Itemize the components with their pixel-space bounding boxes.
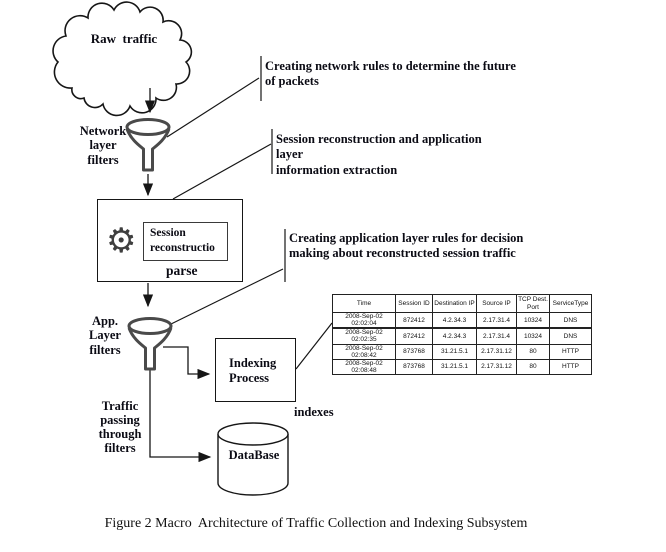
table-cell: 2008-Sep-02 02:08:48 xyxy=(332,358,396,376)
table-row: 2008-Sep-02 02:02:04 872412 4.2.34.3 2.1… xyxy=(332,312,592,330)
table-cell: 31.21.5.1 xyxy=(432,358,477,376)
table-row: 2008-Sep-02 02:02:35 872412 4.2.34.3 2.1… xyxy=(332,327,592,345)
flow-arrows xyxy=(142,88,212,463)
database-label: DataBase xyxy=(228,448,280,462)
table-cell: HTTP xyxy=(549,358,592,376)
table-header-row: Time Session ID Destination IP Source IP… xyxy=(332,294,592,313)
table-row: 2008-Sep-02 02:08:48 873768 31.21.5.1 2.… xyxy=(332,358,592,376)
connector-network-rules xyxy=(166,77,260,138)
session-reconstruction-label: Session reconstructio xyxy=(150,227,215,254)
raw-traffic-label: Raw traffic xyxy=(90,31,158,46)
table-cell: 872412 xyxy=(395,327,433,345)
table-header-service-type: ServiceType xyxy=(549,294,592,313)
table-cell: 80 xyxy=(516,358,550,376)
table-cell: 873768 xyxy=(395,358,433,376)
table-cell: DNS xyxy=(549,312,592,330)
table-row: 2008-Sep-02 02:08:42 873768 31.21.5.1 2.… xyxy=(332,343,592,360)
connector-app-rules xyxy=(168,268,284,326)
network-layer-filters-label: Network layer filters xyxy=(79,124,127,167)
table-cell: 80 xyxy=(516,343,550,360)
table-header-session-id: Session ID xyxy=(395,294,433,313)
table-cell: 2008-Sep-02 02:02:35 xyxy=(332,327,396,345)
annotation-connectors xyxy=(166,56,333,370)
table-header-time: Time xyxy=(332,294,396,313)
indexing-process-label: Indexing Process xyxy=(229,356,277,385)
table-cell: 2.17.31.12 xyxy=(476,343,517,360)
parse-label: parse xyxy=(162,263,202,279)
traffic-passing-label: Traffic passing through filters xyxy=(98,399,142,455)
connector-indexing-to-table xyxy=(295,322,333,370)
table-cell: 2.17.31.4 xyxy=(476,327,517,345)
table-header-destination-ip: Destination IP xyxy=(432,294,477,313)
app-funnel-icon xyxy=(127,317,173,371)
cloud-shape xyxy=(52,1,193,117)
table-cell: 872412 xyxy=(395,312,433,330)
table-cell: 2008-Sep-02 02:08:42 xyxy=(332,343,396,360)
session-index-table: Time Session ID Destination IP Source IP… xyxy=(332,294,592,376)
table-cell: 4.2.34.3 xyxy=(432,327,477,345)
table-cell: 873768 xyxy=(395,343,433,360)
table-cell: 31.21.5.1 xyxy=(432,343,477,360)
database-cylinder-icon xyxy=(217,422,289,496)
table-cell: DNS xyxy=(549,327,592,345)
network-funnel-icon xyxy=(125,118,171,172)
indexes-label: indexes xyxy=(294,405,334,419)
session-reconstruction-outer-box xyxy=(97,199,243,282)
table-cell: 10324 xyxy=(516,327,550,345)
gear-icon: ⚙ xyxy=(106,221,137,261)
annotation-app-rules: Creating application layer rules for dec… xyxy=(289,231,524,261)
table-cell: 4.2.34.3 xyxy=(432,312,477,330)
table-cell: HTTP xyxy=(549,343,592,360)
session-reconstruction-inner-box xyxy=(143,222,228,261)
arrow-filters-to-database xyxy=(149,369,212,463)
table-cell: 2.17.31.4 xyxy=(476,312,517,330)
annotation-network-rules: Creating network rules to determine the … xyxy=(265,59,516,89)
table-cell: 2008-Sep-02 02:02:04 xyxy=(332,312,396,330)
figure-caption: Figure 2 Macro Architecture of Traffic C… xyxy=(104,516,528,531)
app-layer-filters-label: App. Layer filters xyxy=(89,314,121,357)
connector-session-extraction xyxy=(172,143,272,200)
table-cell: 10324 xyxy=(516,312,550,330)
table-cell: 2.17.31.12 xyxy=(476,358,517,376)
table-header-source-ip: Source IP xyxy=(476,294,517,313)
table-header-tcp-dest-port: TCP Dest. Port xyxy=(516,294,550,313)
indexing-process-box xyxy=(215,338,296,402)
arrow-app-funnel-to-indexing xyxy=(163,346,211,380)
annotation-session-extraction: Session reconstruction and application l… xyxy=(276,132,482,177)
